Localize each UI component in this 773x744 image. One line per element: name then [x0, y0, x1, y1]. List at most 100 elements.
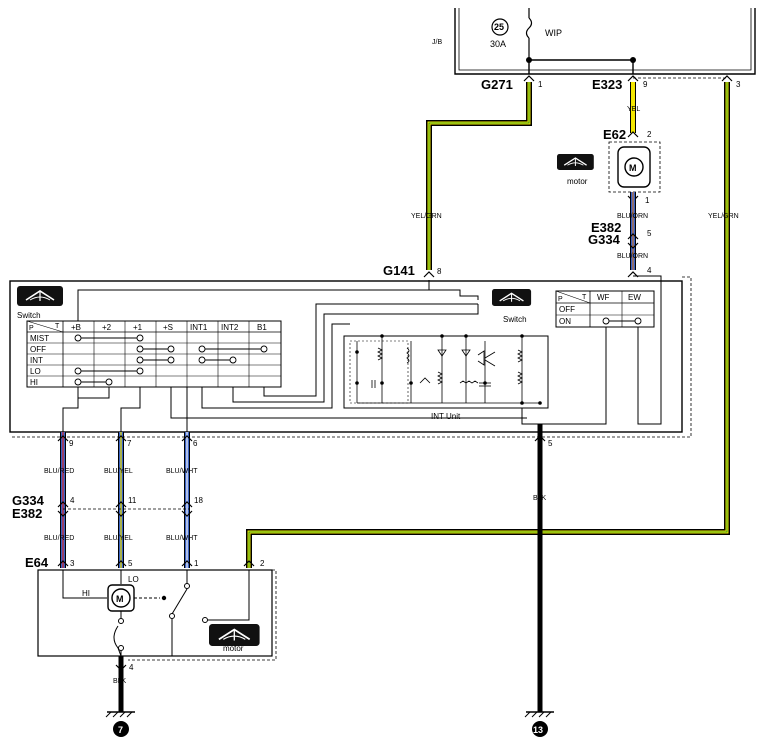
front-switch-col-int2: INT2 — [221, 323, 239, 332]
ground-13: 13 — [524, 711, 554, 737]
pin-e323-9: 9 — [643, 80, 648, 89]
front-switch-table: P T +B +2 +1 +S INT1 INT2 B1 MIST OFF IN… — [26, 320, 282, 388]
rear-switch-corner-p: P — [558, 296, 563, 303]
connector-e64: E64 — [25, 555, 49, 570]
wire-label-blu-wht-1: BLU/WHT — [166, 468, 198, 475]
connector-e62: E62 — [603, 127, 626, 142]
front-switch-col-int1: INT1 — [190, 323, 208, 332]
front-switch-row-mist: MIST — [30, 334, 49, 343]
pin-g334-b-11: 11 — [128, 496, 137, 505]
rear-wiper-motor: M motor — [556, 141, 661, 193]
ground-7-number: 7 — [118, 725, 123, 735]
front-switch-label: Switch — [17, 311, 41, 320]
wire-label-yel: YEL — [627, 106, 640, 113]
rear-motor-label: motor — [567, 177, 588, 186]
wire-label-blk-1: BLK — [533, 495, 547, 502]
int-unit-label: INT Unit — [431, 412, 461, 421]
front-wiper-motor-icon — [208, 623, 261, 647]
junction-block: J/B 25 30A WIP — [432, 8, 756, 79]
wire-label-blu-red-2: BLU/RED — [44, 535, 74, 542]
rear-switch-corner-t: T — [582, 294, 587, 301]
svg-text:25: 25 — [494, 22, 504, 32]
int-unit: INT Unit — [343, 334, 549, 421]
front-switch-col-2: +2 — [102, 323, 112, 332]
pin-e64-5: 5 — [128, 559, 133, 568]
pin-g334-b-18: 18 — [194, 496, 203, 505]
front-switch-corner-t: T — [55, 323, 60, 330]
front-switch-col-1: +1 — [133, 323, 143, 332]
pin-g334-4: 4 — [647, 266, 652, 275]
fuse-25: 25 30A WIP — [490, 8, 562, 60]
svg-text:WIP: WIP — [545, 28, 562, 38]
connector-g141: G141 — [383, 263, 415, 278]
wire-label-blu-yel-2: BLU/YEL — [104, 535, 133, 542]
front-motor-label: motor — [223, 644, 244, 653]
front-switch-col-b1: B1 — [257, 323, 267, 332]
pin-e62-2: 2 — [647, 130, 652, 139]
wire-label-yel-grn-2: YEL/GRN — [708, 213, 739, 220]
wiper-motor-icon — [556, 153, 595, 171]
front-switch-row-int: INT — [30, 356, 43, 365]
motor-m-symbol-front: M — [116, 594, 124, 604]
pin-g271-1: 1 — [538, 80, 543, 89]
motor-lo-label: LO — [128, 575, 139, 584]
pin-switch-6: 6 — [193, 439, 198, 448]
connector-chevrons — [523, 75, 733, 82]
rear-switch-wiring — [540, 275, 662, 425]
e64-chevrons — [57, 560, 255, 567]
wire-yel-grn-right — [246, 82, 730, 568]
wire-label-yel-grn-1: YEL/GRN — [411, 213, 442, 220]
pin-g141-8: 8 — [437, 267, 442, 276]
connector-e323: E323 — [592, 77, 622, 92]
pin-e64-3: 3 — [70, 559, 75, 568]
connector-g271: G271 — [481, 77, 513, 92]
front-switch-row-hi: HI — [30, 378, 38, 387]
rear-switch-table: P T WF EW OFF ON — [555, 290, 655, 328]
wire-label-blu-orn-1: BLU/ORN — [617, 213, 648, 220]
pin-switch-5: 5 — [548, 439, 553, 448]
wiper-switch-assembly — [9, 276, 692, 438]
front-switch-col-b: +B — [71, 323, 81, 332]
switch-internal-wiring — [62, 280, 527, 432]
pin-e382-5: 5 — [647, 229, 652, 238]
connector-e382-bottom: E382 — [12, 506, 42, 521]
switch-out-chevrons — [57, 435, 546, 442]
pin-switch-7: 7 — [127, 439, 132, 448]
wire-label-blu-red-1: BLU/RED — [44, 468, 74, 475]
connector-e382-top: E382 — [591, 220, 621, 235]
front-switch-corner-p: P — [29, 325, 34, 332]
motor-m-symbol: M — [629, 163, 637, 173]
front-wiper-motor: M HI LO motor — [37, 569, 277, 661]
pin-switch-9: 9 — [69, 439, 74, 448]
rear-switch-row-off: OFF — [559, 305, 575, 314]
rear-switch-row-on: ON — [559, 317, 571, 326]
rear-switch-col-ew: EW — [628, 293, 641, 302]
wire-label-blu-yel-1: BLU/YEL — [104, 468, 133, 475]
pin-e62-1: 1 — [645, 196, 650, 205]
pin-e64-4: 4 — [129, 663, 134, 672]
svg-text:30A: 30A — [490, 39, 506, 49]
front-switch-row-lo: LO — [30, 367, 41, 376]
rear-switch-col-wf: WF — [597, 293, 610, 302]
front-wiper-switch-icon — [16, 285, 64, 307]
jb-label: J/B — [432, 39, 442, 46]
rear-wiper-switch-icon — [491, 288, 532, 307]
wire-label-blu-wht-2: BLU/WHT — [166, 535, 198, 542]
wire-label-blu-orn-2: BLU/ORN — [617, 253, 648, 260]
pin-g334-b-4: 4 — [70, 496, 75, 505]
ground-13-number: 13 — [533, 725, 543, 735]
rear-switch-label: Switch — [503, 315, 527, 324]
pin-e64-2: 2 — [260, 559, 265, 568]
ground-7: 7 — [105, 711, 135, 737]
front-switch-col-s: +S — [163, 323, 173, 332]
wire-yel-grn-g271-g141 — [426, 82, 532, 270]
g334-chevrons — [57, 501, 193, 517]
pin-jb-3: 3 — [736, 80, 741, 89]
connector-g334-bottom: G334 — [12, 493, 45, 508]
pin-e64-1: 1 — [194, 559, 199, 568]
front-switch-row-off: OFF — [30, 345, 46, 354]
wire-label-blk-2: BLK — [113, 678, 127, 685]
connector-g334-top: G334 — [588, 232, 621, 247]
motor-hi-label: HI — [82, 589, 90, 598]
